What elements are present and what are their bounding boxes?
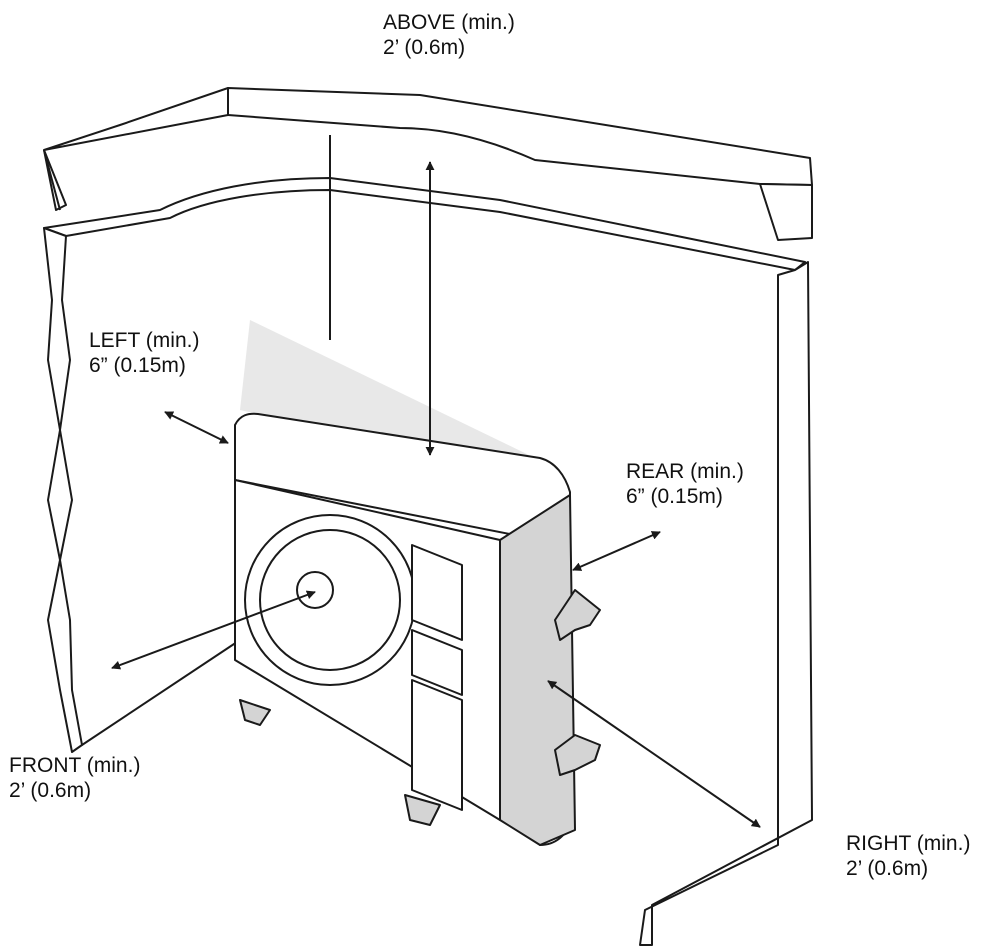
rear-arrow	[572, 531, 661, 571]
rear-clearance-label: REAR (min.) 6” (0.15m)	[626, 459, 744, 509]
rear-direction: REAR (min.)	[626, 460, 744, 483]
front-arrow	[111, 590, 316, 670]
above-clearance-label: ABOVE (min.) 2’ (0.6m)	[383, 10, 515, 60]
clearance-arrows	[111, 161, 761, 828]
right-arrow	[547, 680, 761, 828]
rear-distance: 6” (0.15m)	[626, 485, 723, 508]
left-clearance-label: LEFT (min.) 6” (0.15m)	[89, 328, 199, 378]
outdoor-unit	[234, 320, 601, 846]
right-direction: RIGHT (min.)	[846, 832, 971, 855]
above-direction: ABOVE (min.)	[383, 11, 515, 34]
above-distance: 2’ (0.6m)	[383, 36, 466, 59]
ceiling-slab	[43, 87, 813, 241]
right-distance: 2’ (0.6m)	[846, 857, 929, 880]
front-distance: 2’ (0.6m)	[9, 779, 92, 802]
right-wall	[639, 261, 813, 946]
left-distance: 6” (0.15m)	[89, 354, 186, 377]
right-clearance-label: RIGHT (min.) 2’ (0.6m)	[846, 831, 970, 881]
left-arrow	[164, 411, 229, 444]
front-clearance-label: FRONT (min.) 2’ (0.6m)	[9, 753, 140, 803]
front-direction: FRONT (min.)	[9, 754, 141, 777]
left-direction: LEFT (min.)	[89, 329, 200, 352]
